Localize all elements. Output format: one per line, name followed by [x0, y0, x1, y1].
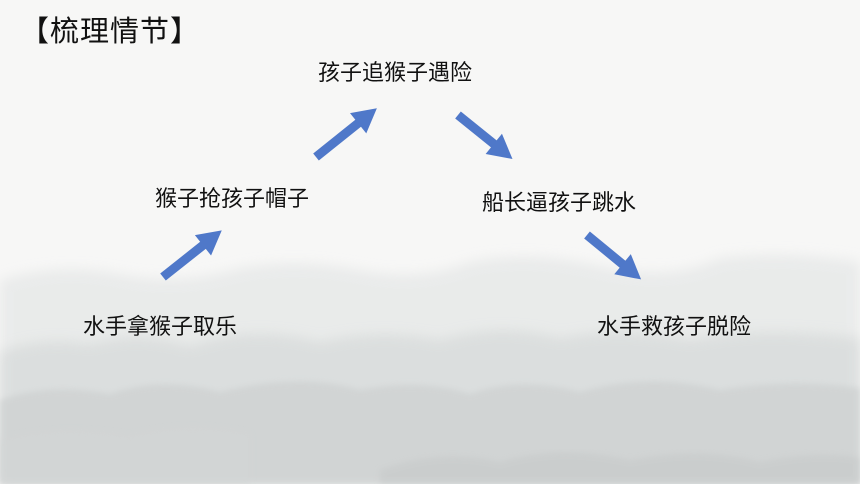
arrow-step2-to-step3: [313, 108, 377, 161]
arrow-step4-to-step5: [584, 231, 642, 280]
arrow-step3-to-step4: [455, 111, 513, 159]
plot-node-3: 孩子追猴子遇险: [318, 61, 473, 86]
arrow-step1-to-step2: [160, 230, 222, 281]
plot-node-1: 水手拿猴子取乐: [83, 315, 238, 340]
plot-node-4: 船长逼孩子跳水: [482, 191, 637, 216]
slide-title: 【梳理情节】: [20, 14, 201, 48]
plot-node-2: 猴子抢孩子帽子: [155, 187, 310, 212]
plot-node-5: 水手救孩子脱险: [597, 315, 752, 340]
